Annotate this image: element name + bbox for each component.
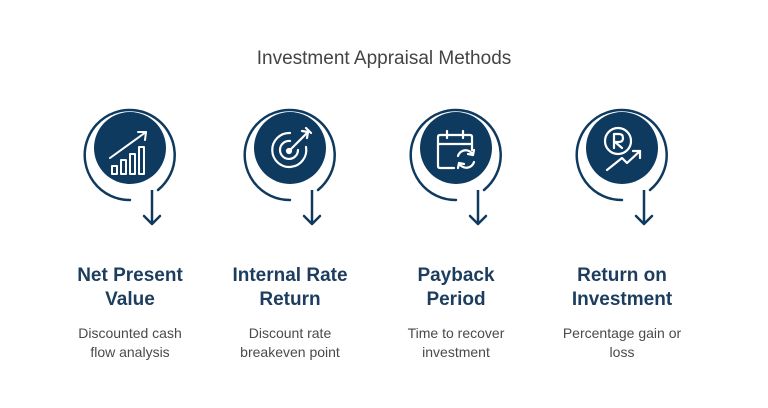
calendar-refresh-icon — [409, 108, 502, 226]
method-description: Discounted cash flow analysis — [78, 325, 182, 360]
method-description: Time to recover investment — [407, 325, 505, 360]
bar-chart-growth-icon — [83, 108, 176, 226]
method-title: Net Present Value — [77, 265, 183, 310]
method-description: Percentage gain or loss — [562, 325, 682, 360]
method-title: Payback Period — [417, 265, 495, 310]
rupee-growth-icon — [575, 108, 668, 226]
method-description: Discount rate breakeven point — [240, 325, 340, 360]
method-title: Return on Investment — [571, 265, 673, 310]
method-title: Internal Rate Return — [232, 265, 348, 310]
page-title: Investment Appraisal Methods — [256, 48, 512, 69]
target-arrow-icon — [243, 108, 336, 226]
